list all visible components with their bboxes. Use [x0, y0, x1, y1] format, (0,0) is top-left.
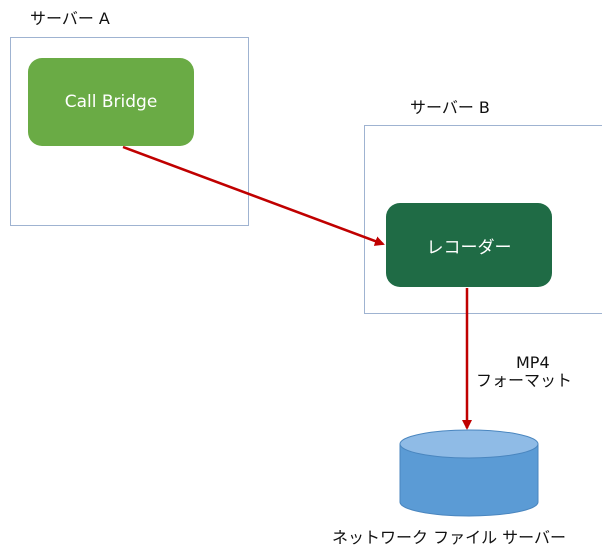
network-file-server-label: ネットワーク ファイル サーバー — [332, 528, 567, 547]
format-label-line1: MP4 — [516, 353, 550, 372]
server-a-title: サーバー A — [30, 9, 110, 28]
call-bridge-node: Call Bridge — [28, 58, 194, 146]
format-label-line2: フォーマット — [476, 371, 573, 390]
call-bridge-label: Call Bridge — [64, 92, 158, 112]
recorder-node: レコーダー — [386, 203, 552, 287]
arrow-callbridge-to-recorder — [122, 145, 385, 246]
database-cylinder-icon — [399, 429, 539, 517]
server-b-title: サーバー B — [410, 98, 490, 117]
recorder-label: レコーダー — [426, 237, 512, 258]
